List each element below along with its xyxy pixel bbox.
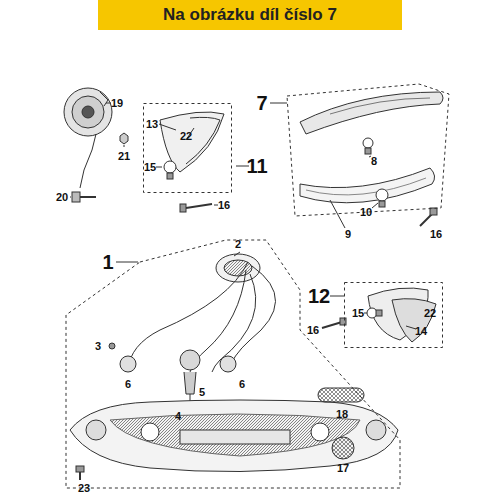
callout-number: 22 bbox=[180, 131, 192, 142]
part-group: 1 bbox=[66, 235, 402, 490]
group-number: 12 bbox=[308, 285, 330, 308]
part-group: 11 bbox=[143, 103, 232, 193]
callout-number: 14 bbox=[415, 326, 427, 337]
group-number: 11 bbox=[246, 155, 267, 178]
callout-number: 22 bbox=[424, 308, 436, 319]
group-number: 7 bbox=[256, 92, 267, 115]
callout-number: 4 bbox=[175, 411, 181, 422]
callout-number: 16 bbox=[430, 229, 442, 240]
callout-number: 10 bbox=[360, 207, 372, 218]
callout-number: 16 bbox=[307, 325, 319, 336]
group-outline bbox=[66, 235, 402, 490]
group-number: 1 bbox=[102, 251, 113, 274]
callout-number: 13 bbox=[146, 119, 158, 130]
title-banner: Na obrázku díl číslo 7 bbox=[98, 0, 402, 30]
callout-number: 9 bbox=[345, 229, 351, 240]
part-group: 7 bbox=[287, 84, 449, 216]
group-outline bbox=[143, 103, 232, 193]
callout-number: 21 bbox=[118, 151, 130, 162]
callout-number: 15 bbox=[144, 162, 156, 173]
callout-number: 5 bbox=[199, 387, 205, 398]
callout-number: 16 bbox=[218, 200, 230, 211]
page-title: Na obrázku díl číslo 7 bbox=[163, 5, 337, 25]
callout-number: 19 bbox=[111, 98, 123, 109]
callout-number: 6 bbox=[239, 379, 245, 390]
group-outline bbox=[287, 84, 449, 216]
callout-number: 17 bbox=[337, 463, 349, 474]
callout-number: 6 bbox=[125, 379, 131, 390]
callout-number: 2 bbox=[235, 239, 241, 250]
callout-number: 8 bbox=[371, 156, 377, 167]
callout-number: 15 bbox=[352, 308, 364, 319]
callout-number: 23 bbox=[78, 483, 90, 494]
callout-number: 18 bbox=[336, 409, 348, 420]
callout-number: 3 bbox=[95, 341, 101, 352]
callout-number: 20 bbox=[56, 192, 68, 203]
